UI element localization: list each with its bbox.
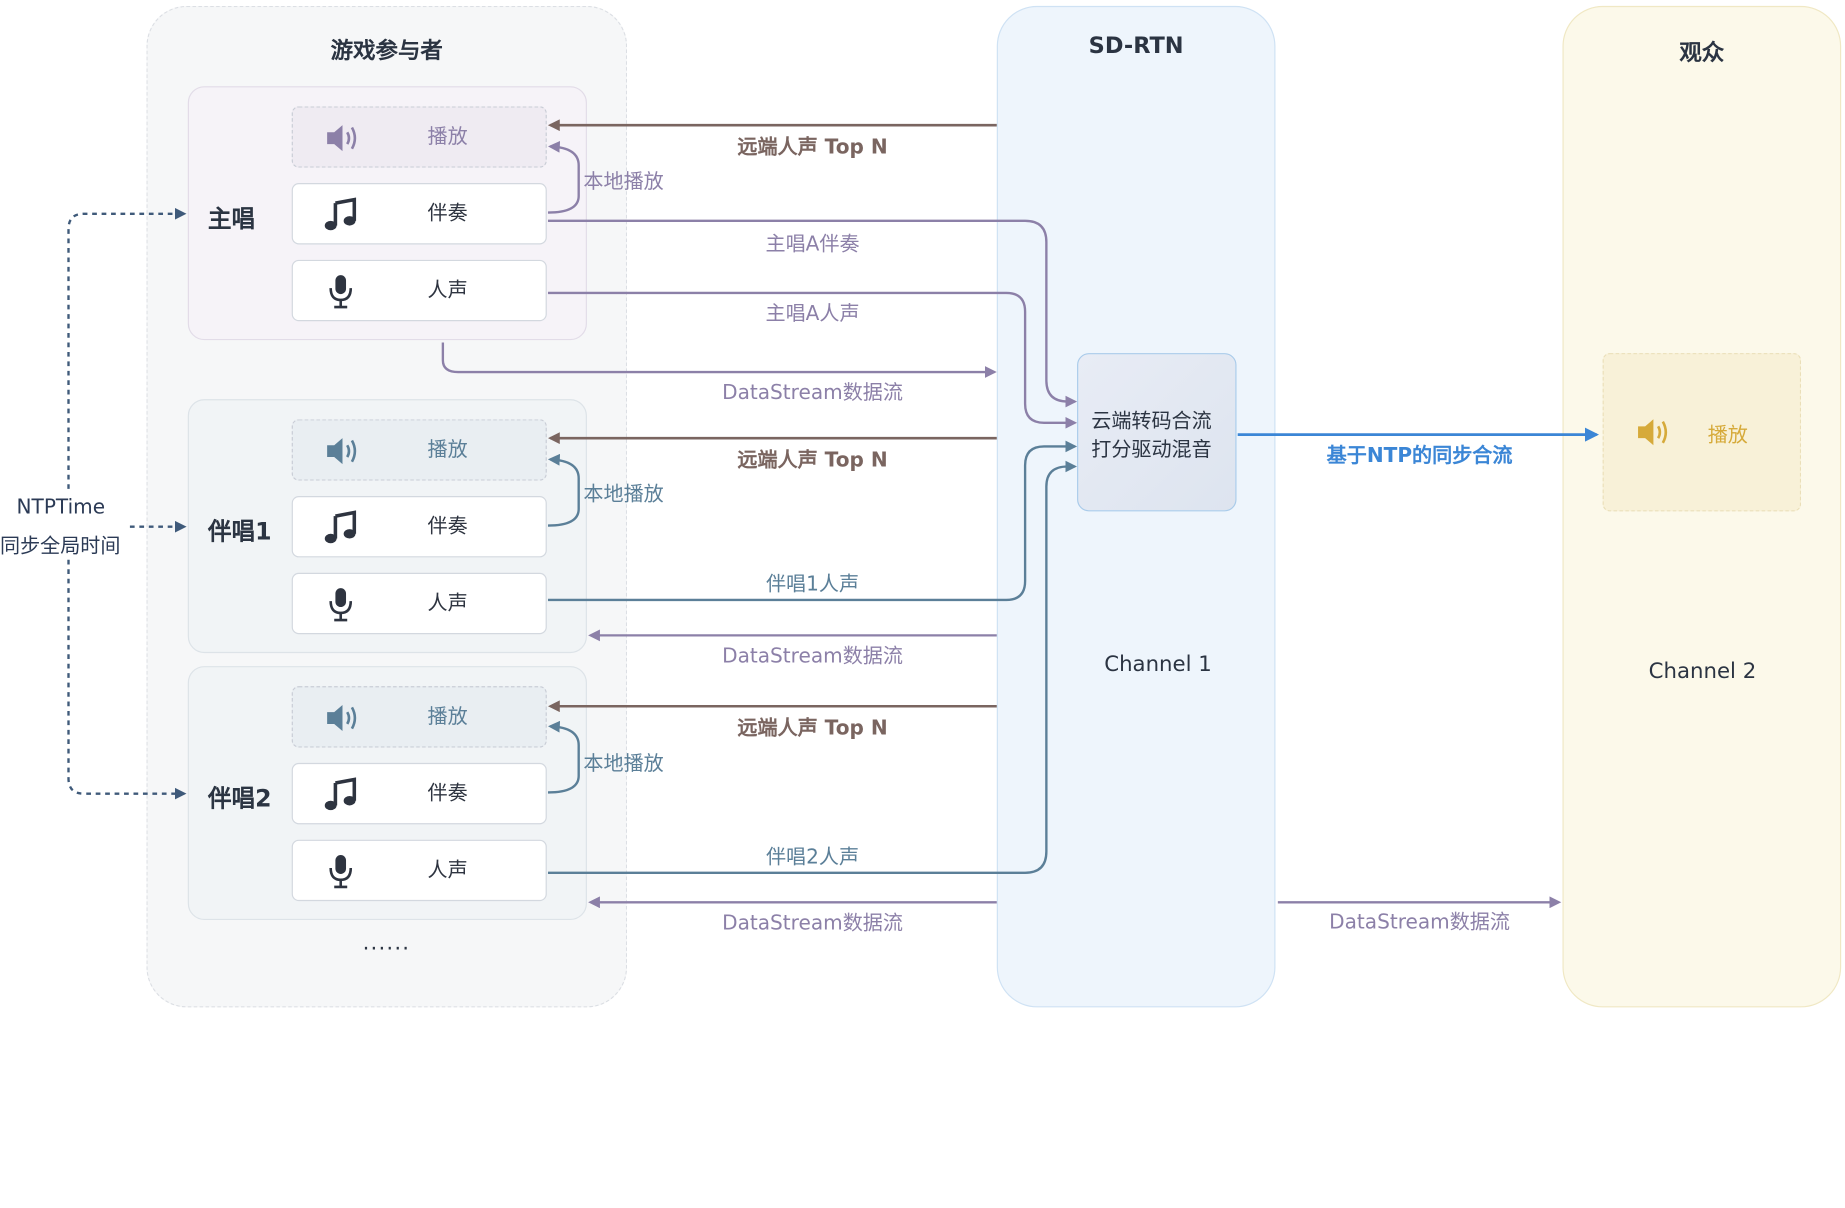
vocal-label: 人声 [427,591,468,616]
music-note-icon [324,777,359,811]
chorus1-play-box: 播放 [291,419,547,481]
audience-play-label: 播放 [1707,423,1748,448]
chorus2-play-box: 播放 [291,686,547,748]
lead-local-play-label: 本地播放 [583,170,664,194]
cloud-mix-line1: 云端转码合流 [1091,409,1212,434]
chorus2-vocal-arrow [547,460,1078,874]
sdrtn-title: SD-RTN [1088,33,1184,60]
chorus2-datastream-label: DataStream数据流 [722,911,903,936]
lead-remote-topn-label: 远端人声 Top N [737,135,888,160]
chorus1-datastream-label: DataStream数据流 [722,644,903,669]
music-note-icon [324,197,359,231]
lead-vocal-label: 主唱A人声 [765,302,860,326]
speaker-icon [324,122,359,155]
chorus1-remote-topn-label: 远端人声 Top N [737,448,888,473]
role-chorus1: 伴唱1 [207,517,272,546]
ntp-sync-mix-label: 基于NTP的同步合流 [1326,444,1513,468]
accompaniment-label: 伴奏 [427,781,468,806]
speaker-icon [324,702,359,735]
role-lead: 主唱 [207,204,256,233]
play-label: 播放 [427,125,468,149]
audience-play-box [1602,353,1802,512]
channel2-label: Channel 2 [1648,658,1757,684]
accompaniment-label: 伴奏 [427,514,468,539]
lead-accomp-label: 主唱A伴奏 [765,232,860,257]
chorus1-local-play-arrow [547,453,580,527]
chorus1-vocal-label: 伴唱1人声 [765,572,860,597]
ntp-sync-label: 同步全局时间 [0,534,121,559]
ntp-sync-chorus2-line [67,559,187,800]
lead-datastream-label: DataStream数据流 [722,381,903,406]
lead-datastream-arrow [441,342,997,378]
chorus1-vocal-box: 人声 [291,572,547,635]
vocal-label: 人声 [427,278,468,303]
speaker-icon [324,435,359,468]
speaker-icon [1635,416,1670,449]
lead-accomp-arrow [547,219,1078,408]
lead-accompaniment-box: 伴奏 [291,183,547,245]
lead-local-play-arrow [547,140,580,214]
accompaniment-label: 伴奏 [427,201,468,226]
ntp-sync-lead-line [67,207,187,489]
cloud-mix-line2: 打分驱动混音 [1091,438,1212,462]
chorus2-remote-topn-label: 远端人声 Top N [737,716,888,741]
lead-vocal-arrow [547,291,1078,429]
channel1-label: Channel 1 [1104,651,1212,677]
chorus2-vocal-box: 人声 [291,839,547,902]
chorus2-local-play-arrow [547,720,580,794]
chorus1-accompaniment-box: 伴奏 [291,496,547,558]
vocal-label: 人声 [427,858,468,883]
audience-title: 观众 [1679,40,1725,67]
lead-play-box: 播放 [291,106,547,168]
microphone-icon [324,588,359,622]
more-participants-ellipsis: ...... [362,930,411,956]
microphone-icon [324,275,359,309]
chorus1-vocal-arrow [547,440,1078,602]
chorus2-vocal-label: 伴唱2人声 [765,845,860,870]
role-chorus2: 伴唱2 [207,784,272,813]
chorus2-accompaniment-box: 伴奏 [291,762,547,825]
play-label: 播放 [427,438,468,462]
participants-title: 游戏参与者 [330,37,443,64]
audience-datastream-label: DataStream数据流 [1329,910,1510,935]
chorus2-local-play-label: 本地播放 [583,752,664,776]
music-note-icon [324,510,359,544]
ntp-time-label: NTPTime [16,496,106,520]
lead-vocal-box: 人声 [291,259,547,322]
microphone-icon [324,855,359,889]
cloud-mix-box [1077,353,1237,512]
play-label: 播放 [427,705,468,729]
chorus1-local-play-label: 本地播放 [583,483,664,507]
